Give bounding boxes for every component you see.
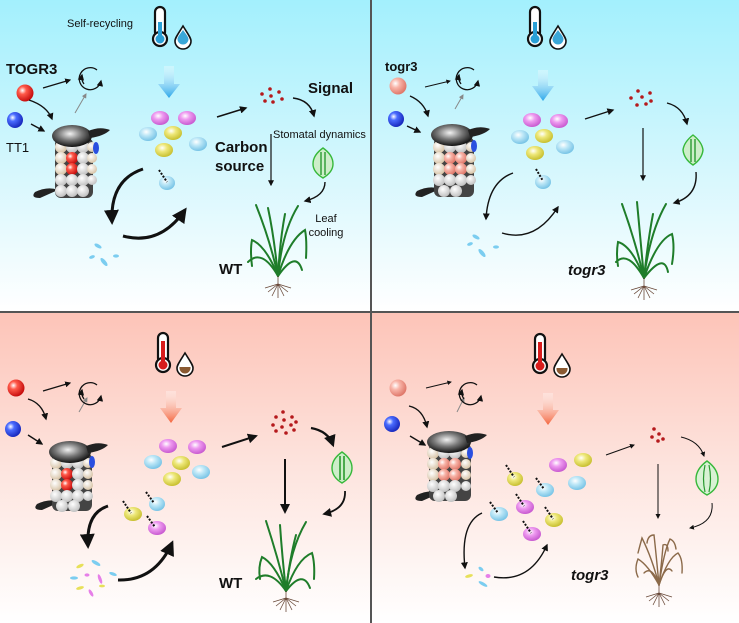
togr3-mutant-label: togr3 xyxy=(385,59,418,74)
stress-arrow-icon xyxy=(160,391,182,423)
tt1-protein-icon xyxy=(384,416,400,432)
panel-togr3-heat-graphic xyxy=(384,332,719,607)
signal-label: Signal xyxy=(308,80,354,97)
horizontal-divider xyxy=(0,311,739,313)
togr3-label: TOGR3 xyxy=(6,61,58,78)
ubiquitinated-substrates xyxy=(489,464,563,541)
self-recycling-icon xyxy=(77,67,104,91)
rice-plant-icon xyxy=(615,201,675,279)
ubiquitinated-substrate xyxy=(535,168,551,189)
thermometer-icon xyxy=(154,331,172,374)
togr3-mutant-protein-icon xyxy=(389,77,407,95)
substrate-cluster xyxy=(511,113,574,160)
ubiquitinated-substrate xyxy=(158,169,175,190)
water-drop-icon xyxy=(174,24,192,50)
panel-wt-heat: WT xyxy=(0,313,370,623)
genotype-label: togr3 xyxy=(568,262,606,279)
self-recycling-label: Self-recycling xyxy=(67,18,134,30)
panel-togr3-normal-graphic xyxy=(388,5,704,300)
tt1-label: TT1 xyxy=(6,140,30,155)
panel-togr3-normal: togr3 togr3 xyxy=(372,0,739,311)
self-recycling-icon xyxy=(77,382,104,406)
substrate-cluster xyxy=(144,439,210,486)
rice-plant-icon xyxy=(247,204,308,277)
peptide-fragments xyxy=(465,566,491,587)
stomata-icon xyxy=(312,147,334,179)
signal-molecules xyxy=(260,87,284,104)
signal-molecules xyxy=(650,427,665,443)
peptide-fragments xyxy=(89,243,119,267)
stress-arrow-icon xyxy=(532,70,554,101)
signal-molecules xyxy=(629,89,653,107)
proteasome-icon xyxy=(415,431,487,502)
stomata-icon xyxy=(682,134,704,166)
leaf-cooling-label: Leaf cooling xyxy=(308,213,344,239)
plant-roots-icon xyxy=(264,276,292,298)
panel-wt-normal: Self-recycling TOGR3 TT1 Signal Carbon s… xyxy=(0,0,370,311)
togr3-protein-icon xyxy=(7,379,25,397)
tt1-protein-icon xyxy=(7,112,23,128)
ubiquitinated-substrates xyxy=(122,491,166,535)
self-recycling-icon xyxy=(454,67,481,91)
stomata-icon xyxy=(695,460,719,496)
panel-wt-heat-graphic xyxy=(5,331,353,612)
tt1-protein-icon xyxy=(5,421,21,437)
plant-roots-icon xyxy=(630,278,658,300)
withered-rice-plant-icon xyxy=(635,534,683,586)
stomata-icon xyxy=(331,451,353,484)
genotype-label: WT xyxy=(219,575,243,592)
stress-arrow-icon xyxy=(537,393,559,425)
panel-wt-normal-graphic xyxy=(7,5,334,298)
proteasome-icon xyxy=(33,125,110,198)
peptide-fragments xyxy=(70,560,117,597)
stress-arrow-icon xyxy=(158,66,180,98)
dry-drop-icon xyxy=(176,351,194,377)
self-recycling-icon xyxy=(457,382,484,406)
substrate-cluster xyxy=(549,453,592,490)
peptide-fragments xyxy=(467,234,499,258)
thermometer-icon xyxy=(526,5,544,48)
carbon-source-label: Carbon source xyxy=(215,139,268,175)
plant-roots-icon xyxy=(272,591,300,612)
water-drop-icon xyxy=(549,24,567,50)
genotype-label: WT xyxy=(219,261,243,278)
panel-togr3-heat: togr3 xyxy=(372,313,739,623)
tt1-protein-icon xyxy=(388,111,404,127)
dry-drop-icon xyxy=(553,352,571,378)
signal-molecules xyxy=(271,410,298,435)
substrate-cluster xyxy=(139,111,207,157)
thermometer-icon xyxy=(151,5,169,48)
genotype-label: togr3 xyxy=(571,567,609,584)
proteasome-icon xyxy=(35,441,108,512)
plant-roots-icon xyxy=(645,585,673,607)
stomatal-dynamics-label: Stomatal dynamics xyxy=(273,129,366,141)
proteasome-icon xyxy=(415,124,490,197)
togr3-mutant-protein-icon xyxy=(389,379,407,397)
rice-plant-icon xyxy=(255,520,316,592)
thermometer-icon xyxy=(531,332,549,375)
togr3-protein-icon xyxy=(16,84,34,102)
